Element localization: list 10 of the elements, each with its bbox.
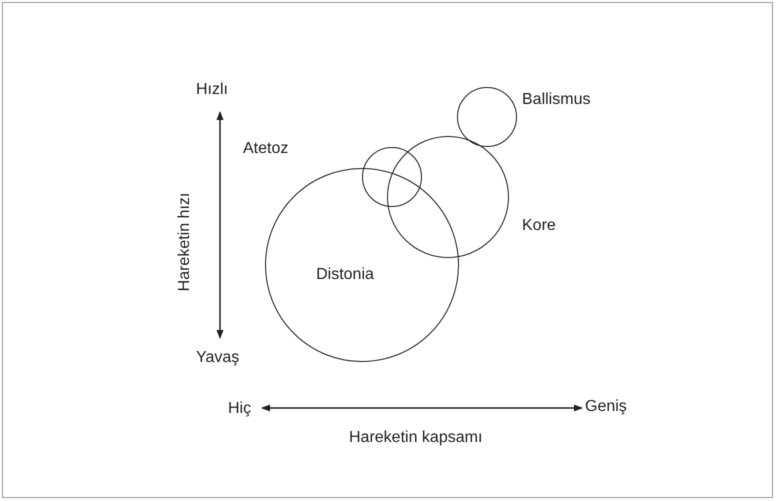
axis-label: Yavaş [196, 348, 240, 368]
axis-title: Hareketin hızı [175, 192, 194, 294]
circle-label: Distonia [316, 265, 374, 285]
circle-label: Atetoz [243, 139, 288, 159]
axis-label: Hiç [228, 399, 252, 419]
axis-label: Geniş [585, 397, 627, 417]
circle-label: Ballismus [522, 90, 590, 110]
axis-label: Hızlı [196, 80, 228, 100]
circle-label: Kore [522, 216, 556, 236]
axis-title: Hareketin kapsamı [349, 428, 482, 448]
